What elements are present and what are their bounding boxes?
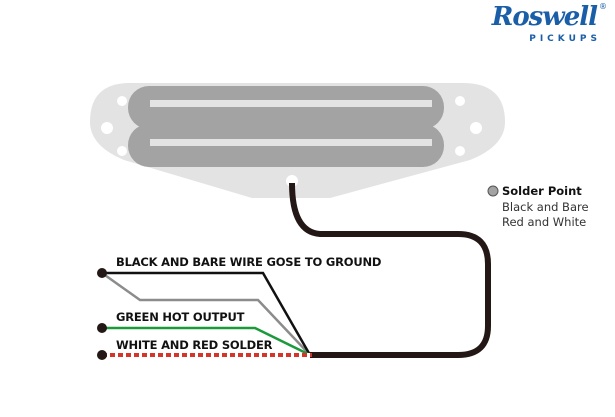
blade-top xyxy=(150,100,432,107)
roswell-logo: Roswell ® PICKUPS xyxy=(492,2,607,45)
legend-line1: Black and Bare xyxy=(502,200,589,214)
logo-brand: Roswell xyxy=(491,2,598,32)
wire-ends xyxy=(97,268,107,360)
legend-title: Solder Point xyxy=(502,184,582,198)
label-solder: WHITE AND RED SOLDER xyxy=(116,338,273,352)
logo-row: Roswell ® xyxy=(492,2,607,32)
logo-reg: ® xyxy=(599,2,607,11)
pickup-cable xyxy=(289,182,491,358)
label-ground: BLACK AND BARE WIRE GOSE TO GROUND xyxy=(116,255,382,269)
blade-bottom xyxy=(150,139,432,146)
gray-wire xyxy=(101,271,311,356)
legend-line2: Red and White xyxy=(502,215,587,229)
black-wire xyxy=(102,271,312,356)
mounting-holes xyxy=(101,96,482,187)
solder-point-icon xyxy=(487,185,499,197)
green-wire xyxy=(102,326,311,357)
logo-sub: PICKUPS xyxy=(529,34,601,44)
bobbin-top xyxy=(128,86,444,129)
label-hot: GREEN HOT OUTPUT xyxy=(116,310,245,324)
